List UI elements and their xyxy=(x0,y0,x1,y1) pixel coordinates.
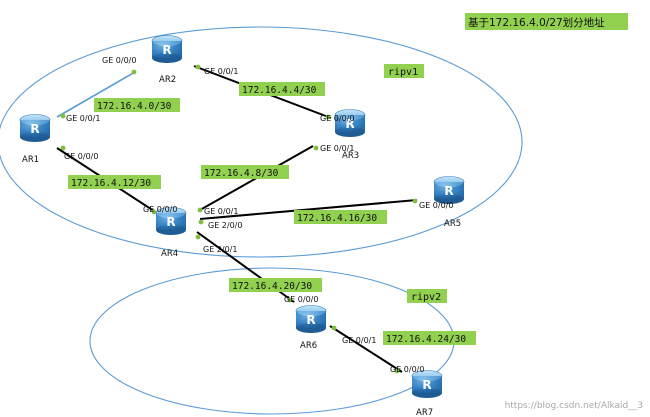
port-dots xyxy=(60,64,418,374)
subnet-label-ar6-ar7: 172.16.4.24/30 xyxy=(383,331,476,345)
subnet-text: 172.16.4.8/30 xyxy=(204,168,279,179)
subnet-label-ar1-ar4: 172.16.4.12/30 xyxy=(68,175,161,189)
subnet-text: 172.16.4.0/30 xyxy=(97,101,172,112)
router-label-ar1: AR1 xyxy=(22,155,39,165)
port-dot xyxy=(197,207,203,213)
area-text: ripv2 xyxy=(411,292,441,303)
port-label-ar3-ge000: GE 0/0/0 xyxy=(320,114,354,123)
port-label-ar4-ge001: GE 0/0/1 xyxy=(204,207,238,216)
router-label-ar2: AR2 xyxy=(159,75,176,85)
router-label-ar4: AR4 xyxy=(161,249,178,259)
link-ar6-ar7 xyxy=(329,325,403,373)
subnet-label-ar3-ar4: 172.16.4.8/30 xyxy=(201,165,289,179)
subnet-label-ar1-ar2: 172.16.4.0/30 xyxy=(94,98,180,112)
port-dot xyxy=(325,114,331,120)
router-label-ar3: AR3 xyxy=(342,151,359,161)
port-label-ar6-ge001: GE 0/0/1 xyxy=(342,336,376,345)
port-label-ar2-ge001: GE 0/0/1 xyxy=(204,67,238,76)
port-dot xyxy=(195,64,201,70)
subnet-label-ar2-ar3: 172.16.4.4/30 xyxy=(239,82,325,96)
port-dot xyxy=(151,209,157,215)
port-dot xyxy=(60,145,66,151)
port-label-ar2-ge000: GE 0/0/0 xyxy=(102,56,136,65)
subnet-text: 172.16.4.20/30 xyxy=(232,281,312,292)
ripv1-area-boundary xyxy=(0,26,523,258)
link-ar4-ar5 xyxy=(199,199,418,220)
port-dot xyxy=(394,368,400,374)
watermark-text: https://blog.csdn.net/Alkaid__3 xyxy=(505,401,643,411)
port-dot xyxy=(198,219,204,225)
subnet-text: 172.16.4.16/30 xyxy=(297,213,377,224)
router-label-ar6: AR6 xyxy=(300,341,317,351)
port-dot xyxy=(287,297,293,303)
port-dot xyxy=(331,325,337,331)
port-label-ar4-ge000: GE 0/0/0 xyxy=(143,205,177,214)
subnet-text: 172.16.4.24/30 xyxy=(386,334,466,345)
area-label-ripv1: ripv1 xyxy=(384,64,424,78)
port-label-ar6-ge000: GE 0/0/0 xyxy=(284,295,318,304)
port-label-ar7-ge000: GE 0/0/0 xyxy=(390,365,424,374)
port-dot xyxy=(195,234,201,240)
router-ar5[interactable] xyxy=(433,176,465,205)
subnet-label-ar4-ar6: 172.16.4.20/30 xyxy=(229,278,322,292)
port-label-ar1-ge001: GE 0/0/1 xyxy=(66,114,100,123)
port-dot xyxy=(131,69,137,75)
router-ar7[interactable] xyxy=(411,370,443,399)
link-ar1-ar2 xyxy=(56,71,136,118)
area-label-ripv2: ripv2 xyxy=(407,289,447,303)
router-ar1[interactable] xyxy=(19,114,51,143)
port-dot xyxy=(313,145,319,151)
diagram-title: 基于172.16.4.0/27划分地址 xyxy=(465,13,628,30)
area-text: ripv1 xyxy=(388,67,418,78)
subnet-text: 172.16.4.4/30 xyxy=(242,85,317,96)
title-text: 基于172.16.4.0/27划分地址 xyxy=(468,16,605,29)
port-dot xyxy=(412,198,418,204)
router-label-ar7: AR7 xyxy=(416,408,433,417)
port-label-ar4-ge201: GE 2/0/1 xyxy=(203,245,237,254)
port-label-ar3-ge001: GE 0/0/1 xyxy=(320,144,354,153)
port-label-ar4-ge200: GE 2/0/0 xyxy=(208,221,242,230)
port-label-ar1-ge000: GE 0/0/0 xyxy=(64,152,98,161)
router-ar6[interactable] xyxy=(295,305,327,334)
router-label-ar5: AR5 xyxy=(444,219,461,229)
subnet-label-ar4-ar5: 172.16.4.16/30 xyxy=(294,210,387,224)
port-dot xyxy=(60,113,66,119)
subnet-text: 172.16.4.12/30 xyxy=(71,178,151,189)
router-ar2[interactable] xyxy=(151,35,183,64)
port-label-ar5-ge000: GE 0/0/0 xyxy=(419,201,453,210)
